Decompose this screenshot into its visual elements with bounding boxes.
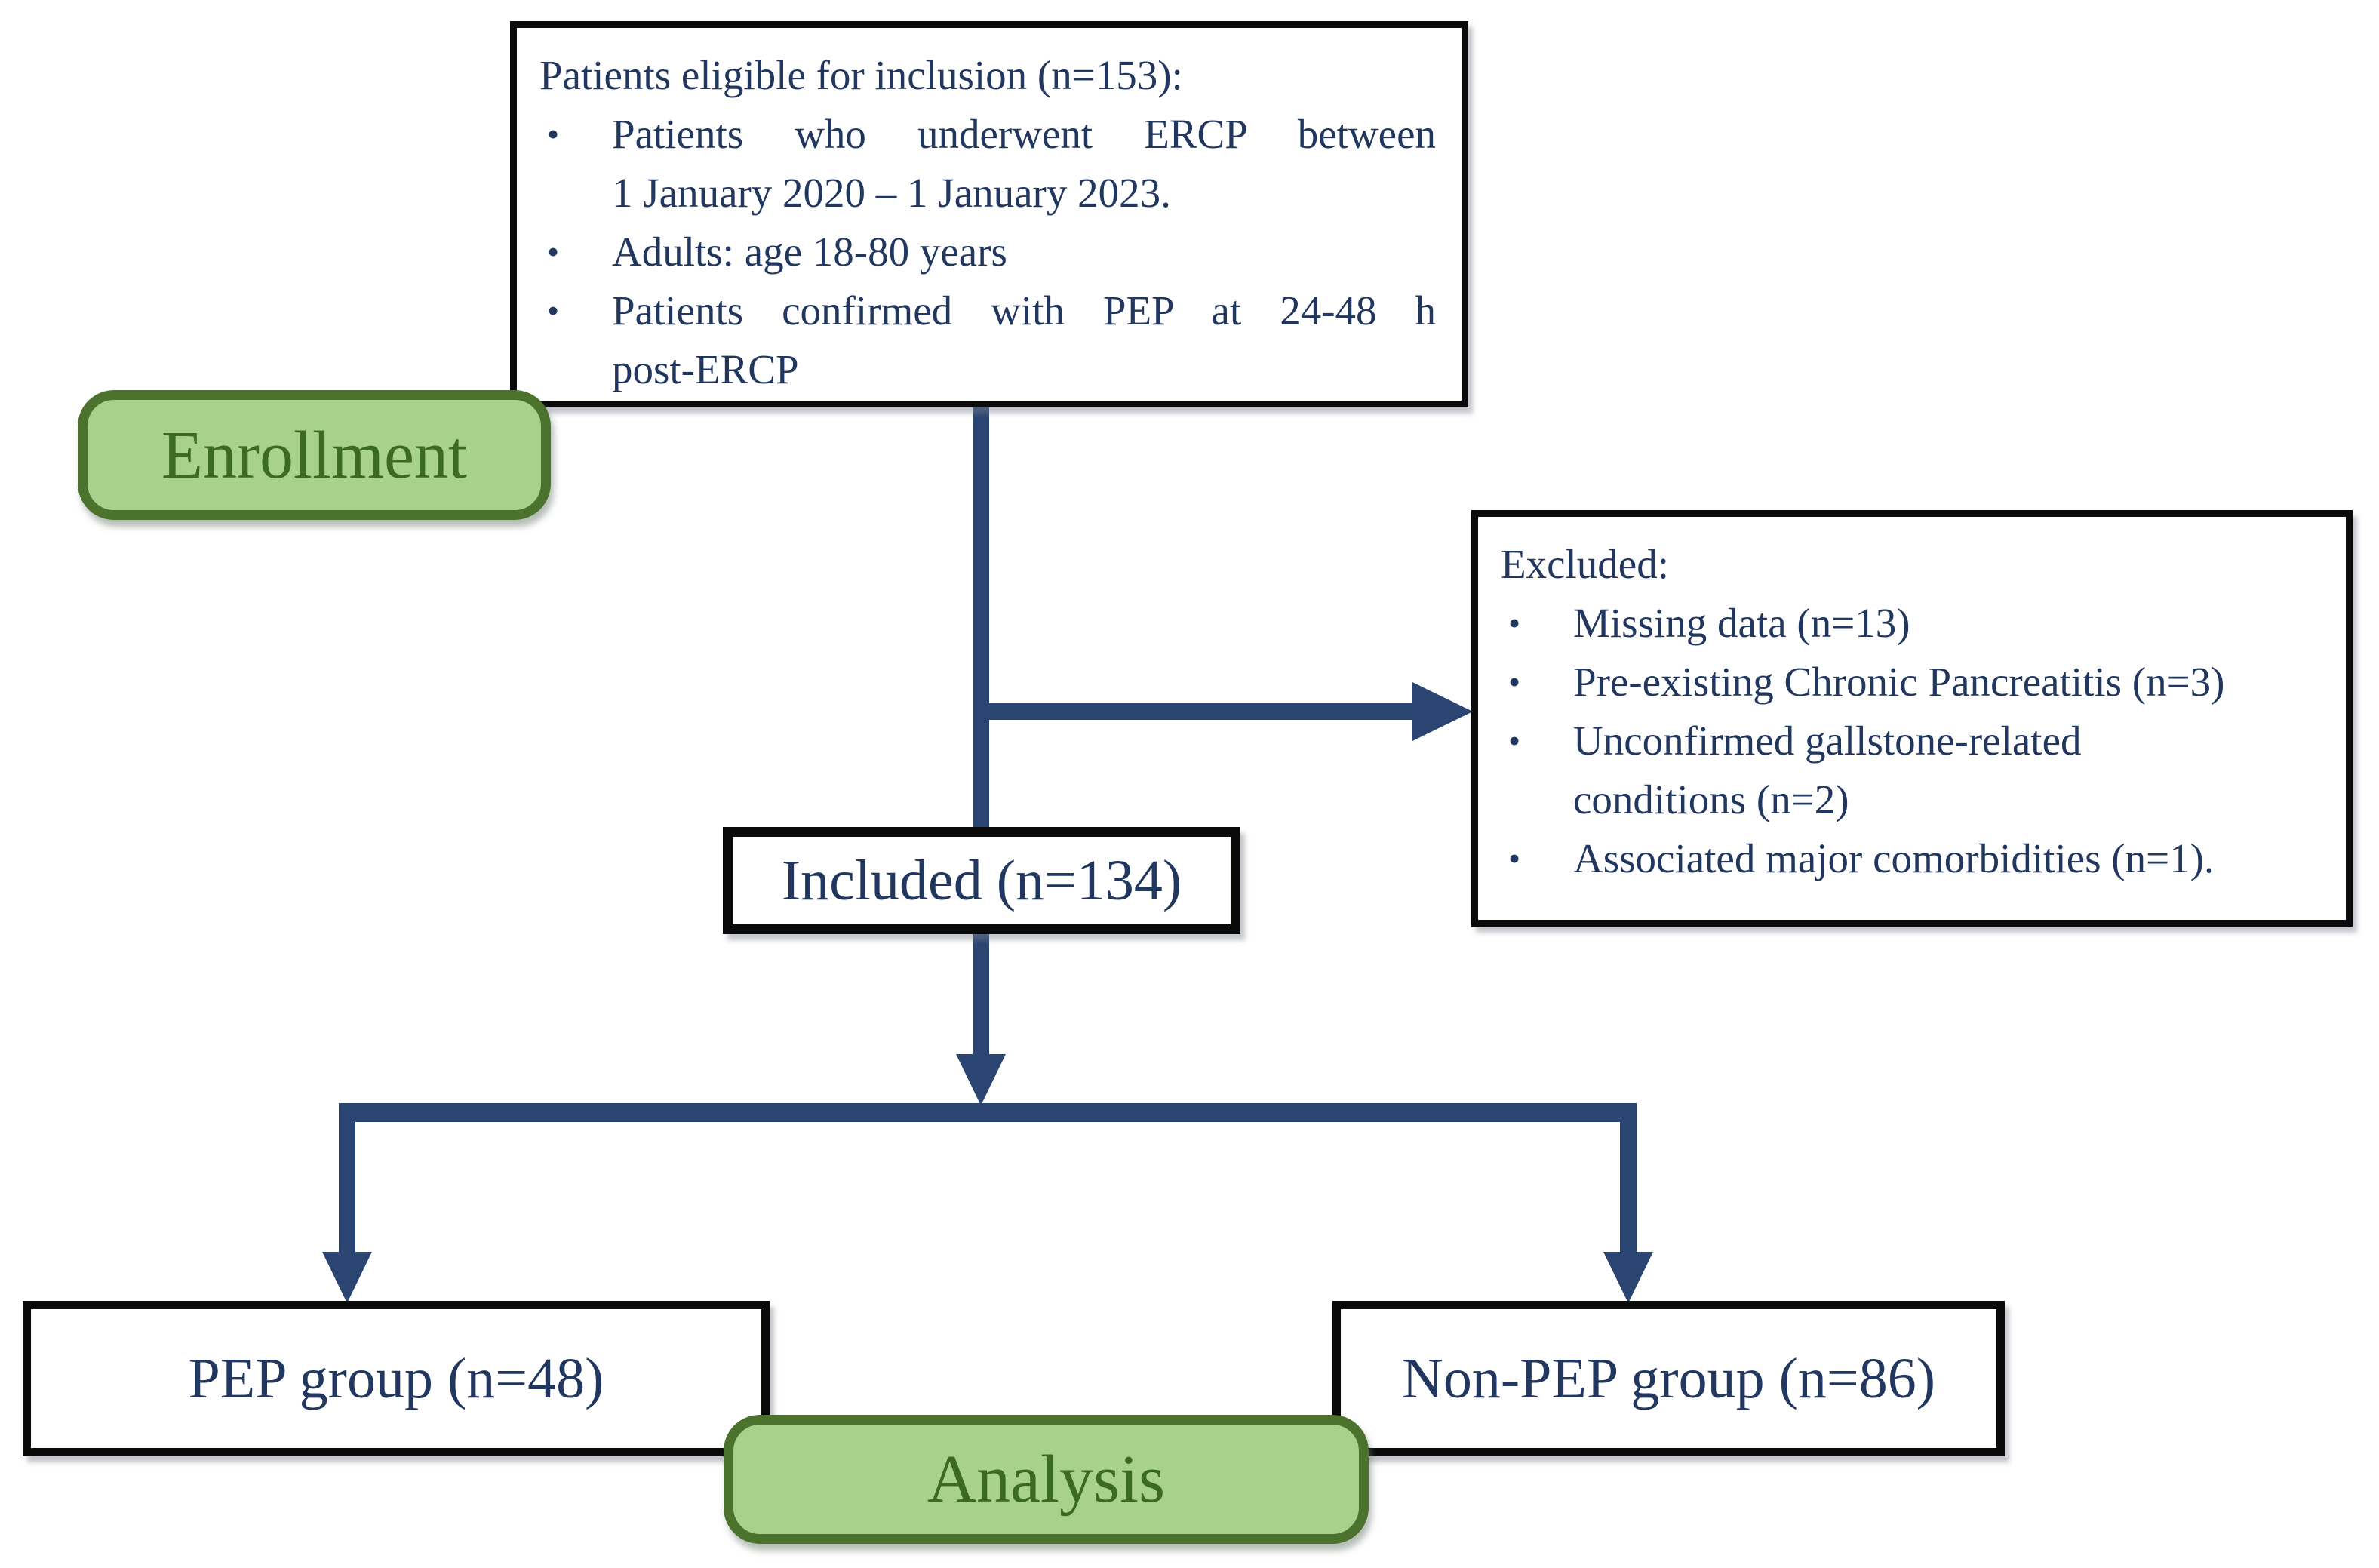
connector-drop-left (339, 1103, 355, 1256)
bullet-line: 1 January 2020 – 1 January 2023. (612, 170, 1171, 216)
connector-drop-right (1620, 1103, 1637, 1256)
excluded-bullet-2: • Pre-existing Chronic Pancreatitis (n=3… (1501, 653, 2320, 712)
nonpep-group-label: Non-PEP group (n=86) (1401, 1346, 1936, 1410)
included-box: Included (n=134) (723, 827, 1240, 934)
excluded-title: Excluded: (1501, 541, 1669, 587)
connector-branch-to-excluded (981, 703, 1415, 720)
bullet-line: Patients who underwent ERCP between (612, 111, 1436, 157)
enrollment-label: Enrollment (161, 417, 467, 493)
pep-group-label: PEP group (n=48) (188, 1346, 604, 1410)
bullet-icon: • (1508, 721, 1521, 760)
bullet-icon: • (547, 291, 560, 330)
bullet-line: Adults: age 18-80 years (612, 229, 1007, 275)
excluded-bullet-3: • Unconfirmed gallstone-related conditio… (1501, 712, 2320, 829)
analysis-label: Analysis (927, 1442, 1165, 1517)
arrowhead-down-left-icon (322, 1252, 372, 1303)
eligibility-box: Patients eligible for inclusion (n=153):… (510, 21, 1468, 407)
eligibility-title: Patients eligible for inclusion (n=153): (539, 52, 1183, 98)
bullet-line: post-ERCP (612, 346, 799, 392)
bullet-line: Patients confirmed with PEP at 24-48 h (612, 287, 1436, 334)
nonpep-group-box: Non-PEP group (n=86) (1332, 1301, 2005, 1456)
arrowhead-down-right-icon (1603, 1252, 1653, 1303)
bullet-icon: • (1508, 604, 1521, 642)
connector-split-bar (339, 1103, 1637, 1122)
pep-group-box: PEP group (n=48) (23, 1301, 770, 1456)
bullet-line: Pre-existing Chronic Pancreatitis (n=3) (1573, 659, 2225, 705)
bullet-line: Associated major comorbidities (n=1). (1573, 835, 2215, 881)
analysis-badge: Analysis (724, 1415, 1369, 1544)
arrowhead-right-excluded-icon (1412, 682, 1473, 741)
eligibility-bullet-2: • Adults: age 18-80 years (539, 223, 1436, 281)
enrollment-badge: Enrollment (78, 390, 551, 520)
bullet-line: conditions (n=2) (1573, 776, 1849, 822)
arrowhead-down-center-icon (956, 1054, 1006, 1105)
excluded-bullet-4: • Associated major comorbidities (n=1). (1501, 829, 2320, 888)
included-label: Included (n=134) (781, 848, 1182, 912)
bullet-icon: • (547, 115, 560, 153)
bullet-line: Unconfirmed gallstone-related (1573, 718, 2082, 764)
bullet-icon: • (547, 232, 560, 271)
bullet-line: Missing data (n=13) (1573, 600, 1910, 646)
eligibility-bullet-1: • Patients who underwent ERCP between 1 … (539, 105, 1436, 223)
bullet-icon: • (1508, 839, 1521, 878)
excluded-box: Excluded: • Missing data (n=13) • Pre-ex… (1471, 510, 2353, 927)
bullet-icon: • (1508, 663, 1521, 701)
eligibility-bullet-3: • Patients confirmed with PEP at 24-48 h… (539, 281, 1436, 399)
connector-top-to-included (973, 407, 989, 1058)
excluded-bullet-1: • Missing data (n=13) (1501, 594, 2320, 653)
